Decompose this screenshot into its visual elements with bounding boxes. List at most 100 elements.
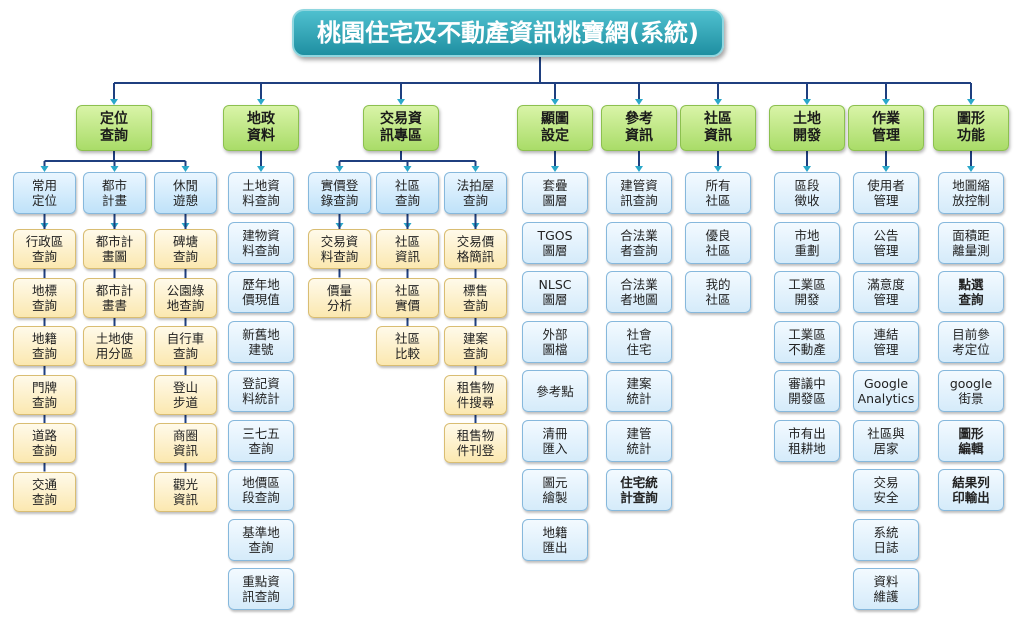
item-2-0-1: 價量 分析 — [308, 277, 371, 318]
item-6-3: 工業區 不動產 — [774, 320, 840, 363]
item-2-2-4: 租售物 件刊登 — [444, 423, 507, 463]
item-0-0-5: 交通 查詢 — [13, 471, 76, 512]
item-1-6: 地價區 段查詢 — [228, 469, 294, 511]
category-connector-arrowhead — [803, 99, 811, 105]
item-0-0-1: 地標 查詢 — [13, 277, 76, 318]
item-8-3: 目前參 考定位 — [938, 320, 1004, 363]
subcategory-0-1: 都市 計畫 — [83, 172, 146, 214]
subcategory-2-2: 法拍屋 查詢 — [444, 172, 507, 214]
item-connector-arrowhead — [551, 166, 559, 172]
item-0-2-1: 公園綠 地查詢 — [154, 277, 217, 318]
sub-connector-arrowhead — [40, 166, 49, 172]
item-5-1: 優良 社區 — [685, 221, 751, 264]
subcategory-0-2: 休閒 遊憩 — [154, 172, 217, 214]
item-connector-arrowhead — [882, 166, 890, 172]
item-2-2-3: 租售物 件搜尋 — [444, 374, 507, 415]
item-5-2: 我的 社區 — [685, 271, 751, 313]
item-4-3: 社會 住宅 — [606, 320, 672, 363]
item-2-2-2: 建案 查詢 — [444, 326, 507, 366]
item-8-1: 面積距 離量測 — [938, 221, 1004, 264]
item-7-5: 社區與 居家 — [853, 419, 919, 462]
item-0-0-2: 地籍 查詢 — [13, 326, 76, 366]
item-0-2-0: 碑塘 查詢 — [154, 229, 217, 269]
item-0-0-0: 行政區 查詢 — [13, 229, 76, 269]
item-7-6: 交易 安全 — [853, 469, 919, 511]
category-3: 顯圖 設定 — [517, 105, 593, 151]
item-0-2-5: 觀光 資訊 — [154, 471, 217, 512]
item-2-1-1: 社區 實價 — [376, 277, 439, 318]
item-1-4: 登記資 料統計 — [228, 370, 294, 412]
item-3-4: 參考點 — [522, 370, 588, 412]
item-8-0: 地圖縮 放控制 — [938, 172, 1004, 214]
item-2-1-2: 社區 比較 — [376, 326, 439, 366]
item-7-2: 滿意度 管理 — [853, 271, 919, 313]
item-3-3: 外部 圖檔 — [522, 320, 588, 363]
item-1-2: 歷年地 價現值 — [228, 271, 294, 313]
item-connector-arrowhead — [257, 166, 265, 172]
item-0-1-0: 都市計 畫圖 — [83, 229, 146, 269]
category-connector-arrowhead — [397, 99, 405, 105]
item-1-7: 基準地 查詢 — [228, 518, 294, 561]
item-8-2: 點選 查詢 — [938, 271, 1004, 313]
item-7-3: 連結 管理 — [853, 320, 919, 363]
item-3-0: 套疊 圖層 — [522, 172, 588, 214]
item-4-0: 建管資 訊查詢 — [606, 172, 672, 214]
item-2-2-1: 標售 查詢 — [444, 277, 507, 318]
item-6-4: 審議中 開發區 — [774, 370, 840, 412]
item-3-5: 清冊 匯入 — [522, 419, 588, 462]
item-3-1: TGOS 圖層 — [522, 221, 588, 264]
sub-connector-arrowhead — [471, 166, 480, 172]
item-connector-arrowhead — [635, 166, 643, 172]
item-connector-arrowhead — [967, 166, 975, 172]
chart-title: 桃園住宅及不動產資訊桃寶網(系統) — [292, 9, 724, 57]
item-connector-arrowhead — [714, 166, 722, 172]
sub-connector-arrowhead — [403, 166, 412, 172]
category-connector-arrowhead — [714, 99, 722, 105]
item-7-8: 資料 維護 — [853, 568, 919, 610]
item-6-0: 區段 徵收 — [774, 172, 840, 214]
item-0-0-4: 道路 查詢 — [13, 423, 76, 463]
item-0-0-3: 門牌 查詢 — [13, 374, 76, 415]
item-6-2: 工業區 開發 — [774, 271, 840, 313]
item-7-0: 使用者 管理 — [853, 172, 919, 214]
item-0-2-2: 自行車 查詢 — [154, 326, 217, 366]
sub-connector-arrowhead — [335, 166, 344, 172]
category-connector-arrowhead — [551, 99, 559, 105]
sub-connector-arrowhead — [181, 166, 190, 172]
category-connector-arrowhead — [635, 99, 643, 105]
item-0-2-4: 商圈 資訊 — [154, 423, 217, 463]
item-1-3: 新舊地 建號 — [228, 320, 294, 363]
item-5-0: 所有 社區 — [685, 172, 751, 214]
category-7: 作業 管理 — [848, 105, 924, 151]
category-0: 定位 查詢 — [76, 105, 152, 151]
item-0-2-3: 登山 步道 — [154, 374, 217, 415]
subcategory-0-0: 常用 定位 — [13, 172, 76, 214]
item-2-1-0: 社區 資訊 — [376, 229, 439, 269]
item-8-6: 結果列 印輸出 — [938, 469, 1004, 511]
category-5: 社區 資訊 — [680, 105, 756, 151]
item-8-4: google 街景 — [938, 370, 1004, 412]
category-4: 參考 資訊 — [601, 105, 677, 151]
category-6: 土地 開發 — [769, 105, 845, 151]
item-7-7: 系統 日誌 — [853, 518, 919, 561]
item-6-5: 市有出 租耕地 — [774, 419, 840, 462]
item-7-1: 公告 管理 — [853, 221, 919, 264]
item-2-2-0: 交易價 格簡訊 — [444, 229, 507, 269]
item-1-5: 三七五 查詢 — [228, 419, 294, 462]
item-4-1: 合法業 者查詢 — [606, 221, 672, 264]
item-2-0-0: 交易資 料查詢 — [308, 229, 371, 269]
category-connector-arrowhead — [110, 99, 118, 105]
sub-connector-arrowhead — [110, 166, 119, 172]
item-4-2: 合法業 者地圖 — [606, 271, 672, 313]
item-1-0: 土地資 料查詢 — [228, 172, 294, 214]
item-4-6: 住宅統 計查詢 — [606, 469, 672, 511]
subcategory-2-1: 社區 查詢 — [376, 172, 439, 214]
item-1-8: 重點資 訊查詢 — [228, 568, 294, 610]
item-3-7: 地籍 匯出 — [522, 518, 588, 561]
item-connector-arrowhead — [803, 166, 811, 172]
category-2: 交易資 訊專區 — [363, 105, 439, 151]
item-6-1: 市地 重劃 — [774, 221, 840, 264]
item-1-1: 建物資 料查詢 — [228, 221, 294, 264]
category-connector-arrowhead — [967, 99, 975, 105]
category-8: 圖形 功能 — [933, 105, 1009, 151]
